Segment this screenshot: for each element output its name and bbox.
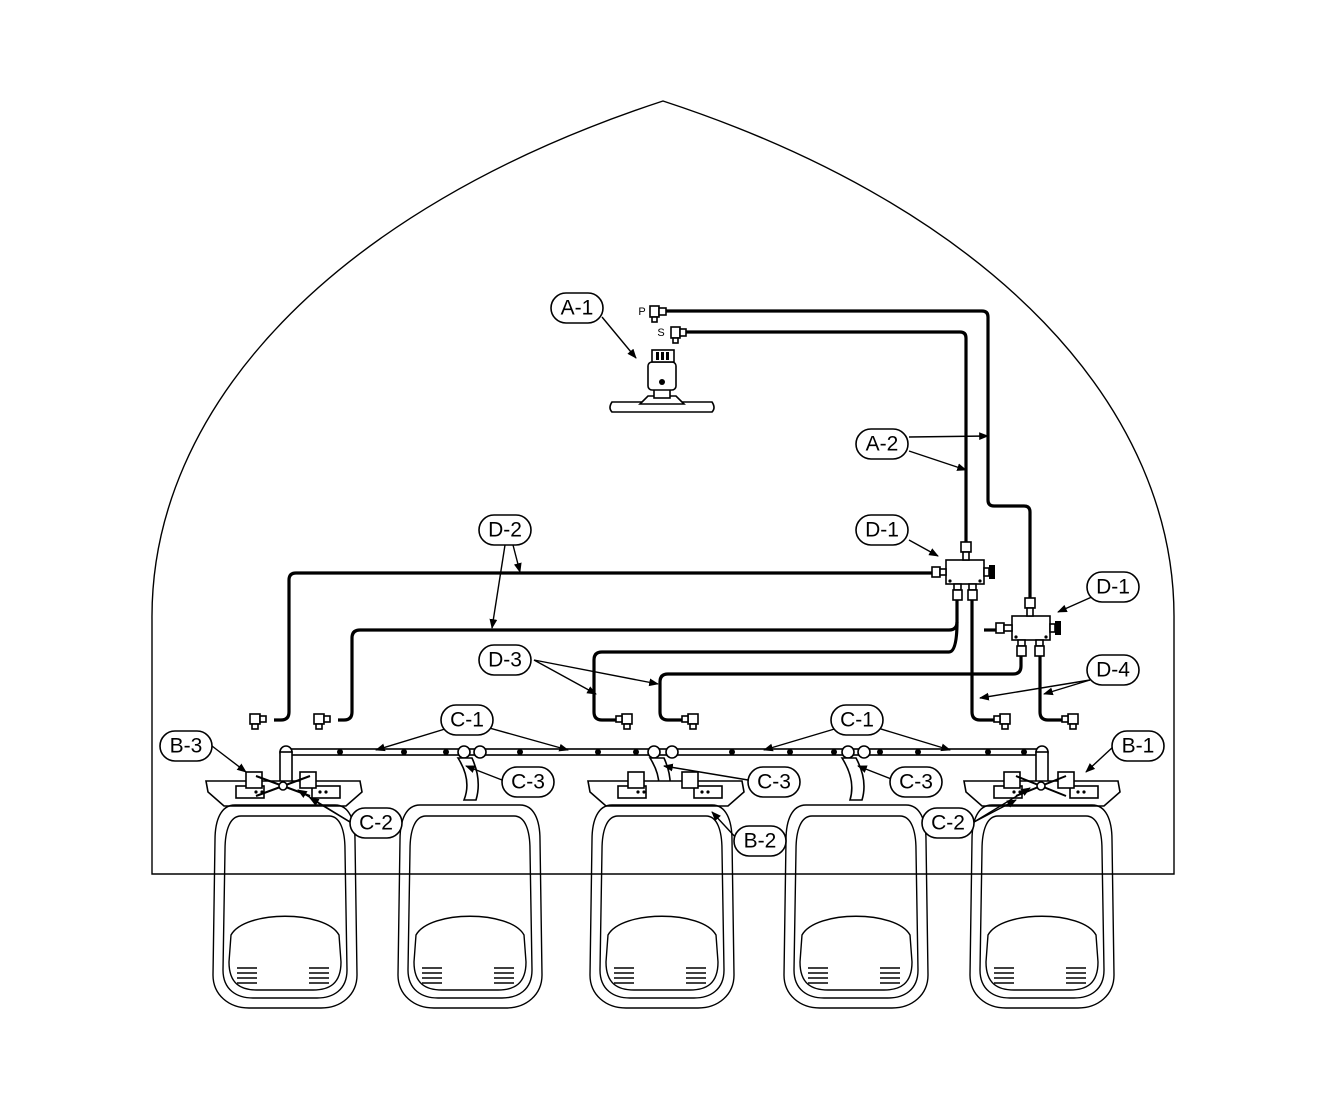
hose-d3-outer <box>592 621 959 722</box>
callout-c2-left: C-2 <box>349 807 403 839</box>
bracket-right <box>963 771 1121 807</box>
callout-a2: A-2 <box>855 428 909 460</box>
callout-b2: B-2 <box>733 825 787 857</box>
callout-c3-left: C-3 <box>501 766 555 798</box>
hull-outline <box>151 100 1175 875</box>
svg-text:D-4: D-4 <box>1096 659 1130 682</box>
pressure-port-label: P <box>638 306 645 318</box>
svg-text:D-1: D-1 <box>1096 576 1130 599</box>
hose-d4-left <box>970 600 996 722</box>
callout-c2-right: C-2 <box>921 807 975 839</box>
callout-d3: D-3 <box>478 644 532 676</box>
svg-text:C-3: C-3 <box>511 771 545 794</box>
svg-text:D-1: D-1 <box>865 519 899 542</box>
svg-text:C-2: C-2 <box>931 812 965 835</box>
engine-cowling-5 <box>969 804 1115 1009</box>
engine-cowling-2 <box>397 804 543 1009</box>
engine-cowling-3 <box>589 804 735 1009</box>
pump-assembly <box>609 349 715 413</box>
tie-bar <box>283 748 1047 756</box>
callout-d1-upper: D-1 <box>855 514 909 546</box>
svg-text:C-1: C-1 <box>840 709 874 732</box>
hose-d3-inner <box>658 656 1023 722</box>
callout-c1-left: C-1 <box>440 704 494 736</box>
callout-d1-lower: D-1 <box>1086 571 1140 603</box>
svg-text:C-2: C-2 <box>359 812 393 835</box>
callout-c1-right: C-1 <box>830 704 884 736</box>
callout-b1: B-1 <box>1111 730 1165 762</box>
hose-supply <box>686 330 968 542</box>
valve-block-upper <box>931 541 995 601</box>
svg-text:B-3: B-3 <box>170 735 203 758</box>
hose-end-fittings <box>249 713 1079 730</box>
callout-d2: D-2 <box>478 514 532 546</box>
valve-block-lower <box>995 597 1061 657</box>
svg-text:C-1: C-1 <box>450 709 484 732</box>
hose-d2-outer <box>274 571 932 722</box>
callout-d4: D-4 <box>1086 654 1140 686</box>
supply-port-fitting <box>670 326 687 344</box>
svg-text:C-3: C-3 <box>899 771 933 794</box>
engine-cowling-4 <box>783 804 929 1009</box>
svg-text:B-1: B-1 <box>1122 735 1155 758</box>
svg-text:A-2: A-2 <box>866 433 899 456</box>
pressure-port-fitting <box>649 305 667 323</box>
hose-d4-right <box>1038 656 1064 722</box>
callout-a1: A-1 <box>550 292 604 324</box>
hose-pressure <box>666 309 1032 598</box>
svg-text:B-2: B-2 <box>744 830 777 853</box>
svg-text:D-3: D-3 <box>488 649 522 672</box>
callout-c3-mid: C-3 <box>747 766 801 798</box>
bracket-center <box>587 771 745 807</box>
callout-c3-right: C-3 <box>889 766 943 798</box>
hose-d2-inner <box>338 600 959 722</box>
svg-text:A-1: A-1 <box>561 297 594 320</box>
svg-text:C-3: C-3 <box>757 771 791 794</box>
svg-text:D-2: D-2 <box>488 519 522 542</box>
supply-port-label: S <box>657 327 664 339</box>
callout-b3: B-3 <box>159 730 213 762</box>
engine-cowling-1 <box>212 804 358 1009</box>
